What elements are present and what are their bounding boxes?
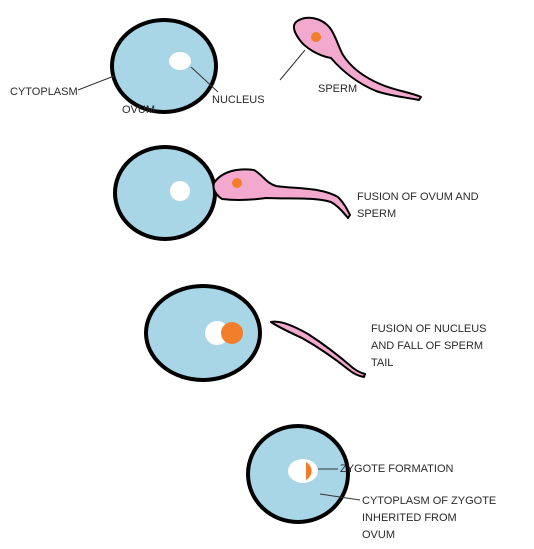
- label-fusion-nucleus-line3: TAIL: [371, 356, 393, 371]
- label-ovum: OVUM: [122, 103, 155, 118]
- label-zygote-formation: ZYGOTE FORMATION: [340, 462, 453, 477]
- label-fusion-ovum-sperm-line2: SPERM: [357, 207, 396, 222]
- ovum-cell: [115, 147, 215, 239]
- label-cytoplasm-zygote-line2: INHERITED FROM: [362, 511, 457, 526]
- detached-sperm-tail: [271, 322, 365, 377]
- cytoplasm-leader: [78, 76, 114, 90]
- ovum-nucleus: [169, 52, 191, 70]
- sperm: [294, 18, 421, 100]
- ovum-nucleus: [170, 181, 190, 201]
- label-sperm: SPERM: [318, 82, 357, 97]
- stage-2-fusion-ovum-sperm: [115, 147, 350, 239]
- ovum-cell: [112, 20, 216, 112]
- label-cytoplasm-zygote-line3: OVUM: [362, 528, 395, 543]
- label-fusion-nucleus-line2: AND FALL OF SPERM: [371, 339, 483, 354]
- sperm-leader: [280, 50, 305, 80]
- sperm-nucleus: [232, 178, 242, 188]
- label-cytoplasm-zygote-line1: CYTOPLASM OF ZYGOTE: [362, 494, 496, 509]
- label-fusion-ovum-sperm-line1: FUSION OF OVUM AND: [357, 190, 479, 205]
- label-cytoplasm: CYTOPLASM: [10, 85, 78, 100]
- stage-3-fusion-of-nucleus: [146, 286, 365, 380]
- sperm-nucleus: [221, 322, 243, 344]
- sperm-nucleus: [311, 32, 321, 42]
- label-nucleus: NUCLEUS: [212, 93, 265, 108]
- sperm: [213, 169, 350, 218]
- label-fusion-nucleus-line1: FUSION OF NUCLEUS: [371, 322, 487, 337]
- zygote-nucleus: [288, 459, 318, 483]
